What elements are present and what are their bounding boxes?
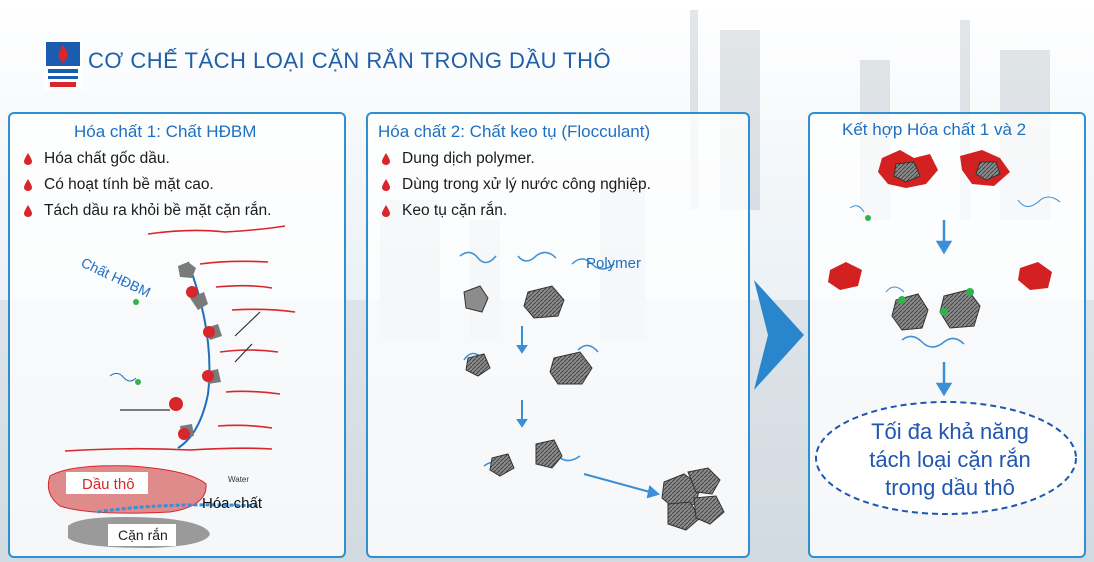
solid-label-box bbox=[108, 524, 176, 546]
oil-label-box bbox=[66, 472, 148, 494]
arrow-down-icon bbox=[516, 326, 528, 428]
result-line-3: trong dầu thô bbox=[885, 475, 1015, 500]
bullet-text: Có hoạt tính bề mặt cao. bbox=[44, 176, 214, 193]
list-item: Dùng trong xử lý nước công nghiệp. bbox=[382, 172, 651, 198]
panel-flocculant: Hóa chất 2: Chất keo tụ (Flocculant) Dun… bbox=[366, 112, 750, 558]
result-text: Tối đa khả năng tách loại cặn rắn trong … bbox=[822, 418, 1078, 502]
panel-combined: Kết hợp Hóa chất 1 và 2 bbox=[808, 112, 1086, 558]
red-drop-icon bbox=[382, 153, 390, 165]
bullet-text: Dung dịch polymer. bbox=[402, 150, 535, 167]
arrow-down-icon bbox=[935, 220, 953, 397]
panel3-title: Kết hợp Hóa chất 1 và 2 bbox=[842, 120, 1027, 139]
polymer-chains bbox=[459, 251, 615, 469]
list-item: Hóa chất gốc dầu. bbox=[24, 146, 271, 172]
panel2-title: Hóa chất 2: Chất keo tụ (Flocculant) bbox=[378, 122, 651, 141]
chemical-label: Hóa chất bbox=[202, 495, 263, 512]
flocculant-diagram: Polymer bbox=[459, 251, 725, 531]
bullet-text: Hóa chất gốc dầu. bbox=[44, 150, 170, 167]
surfactant-diagram: Chất HĐBM Dầu thô Water Hóa chấ bbox=[47, 225, 296, 548]
bullet-text: Dùng trong xử lý nước công nghiệp. bbox=[402, 176, 651, 193]
oil-label: Dầu thô bbox=[82, 476, 135, 493]
arrow-right-icon bbox=[754, 280, 804, 390]
combined-cluster bbox=[885, 286, 981, 348]
list-item: Có hoạt tính bề mặt cao. bbox=[24, 172, 271, 198]
arrow-right-icon bbox=[583, 473, 661, 499]
red-drop-icon bbox=[382, 179, 390, 191]
red-drop-icon bbox=[382, 205, 390, 217]
solid-label: Cặn rắn bbox=[118, 527, 168, 543]
red-drop-icon bbox=[24, 205, 32, 217]
header: CƠ CHẾ TÁCH LOẠI CẶN RẮN TRONG DẦU THÔ bbox=[44, 40, 611, 90]
list-item: Keo tụ cặn rắn. bbox=[382, 198, 651, 224]
list-item: Tách dầu ra khỏi bề mặt cặn rắn. bbox=[24, 198, 271, 224]
bullet-text: Keo tụ cặn rắn. bbox=[402, 202, 508, 219]
panel1-title: Hóa chất 1: Chất HĐBM bbox=[74, 122, 257, 141]
red-drop-icon bbox=[24, 153, 32, 165]
combined-diagram bbox=[815, 150, 1077, 515]
list-item: Dung dịch polymer. bbox=[382, 146, 651, 172]
motion-arrows bbox=[120, 311, 261, 411]
particles bbox=[463, 285, 725, 531]
water-label: Water bbox=[228, 475, 249, 484]
result-line-2: tách loại cặn rắn bbox=[869, 447, 1031, 472]
logo-icon bbox=[44, 40, 82, 90]
page-title: CƠ CHẾ TÁCH LOẠI CẶN RẮN TRONG DẦU THÔ bbox=[88, 48, 612, 73]
curve-label: Chất HĐBM bbox=[79, 254, 153, 300]
panel1-bullets: Hóa chất gốc dầu. Có hoạt tính bề mặt ca… bbox=[24, 146, 271, 224]
panel-surfactant: Hóa chất 1: Chất HĐBM Hóa chất gốc dầu. … bbox=[8, 112, 346, 558]
red-drop-icon bbox=[24, 179, 32, 191]
oil-streaks bbox=[64, 225, 296, 452]
bullet-text: Tách dầu ra khỏi bề mặt cặn rắn. bbox=[44, 202, 272, 219]
panel2-bullets: Dung dịch polymer. Dùng trong xử lý nước… bbox=[382, 146, 651, 224]
polymer-label: Polymer bbox=[586, 255, 641, 272]
particles bbox=[109, 262, 222, 440]
result-line-1: Tối đa khả năng bbox=[871, 419, 1029, 444]
flocs bbox=[828, 150, 1052, 290]
result-ellipse bbox=[815, 401, 1077, 515]
